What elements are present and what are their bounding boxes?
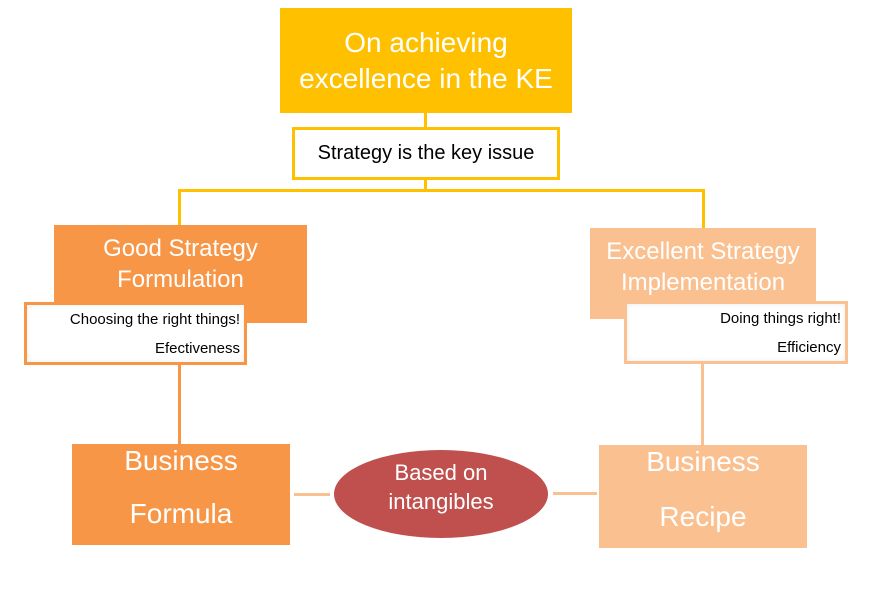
left-note-line-1: Choosing the right things!: [69, 310, 240, 328]
connector-key-down: [424, 180, 427, 191]
based-on-intangibles-ellipse: Based on intangibles: [334, 450, 548, 538]
connector-title-to-key: [424, 113, 427, 127]
title-line-2: excellence in the KE: [299, 62, 553, 94]
center-line-2: intangibles: [388, 489, 494, 514]
connector-right-vertical: [701, 364, 704, 445]
connector-right-horizontal: [553, 492, 597, 495]
right-note-line-2: Efficiency: [777, 338, 841, 356]
title-box: On achieving excellence in the KE: [280, 8, 572, 113]
business-recipe-box: Business Recipe: [599, 445, 807, 548]
business-formula-box: Business Formula: [72, 444, 290, 545]
right-note-line-1: Doing things right!: [720, 309, 841, 327]
efficiency-note-box: Doing things right! Efficiency: [624, 301, 848, 364]
right-result-line-1: Business: [646, 446, 760, 477]
connector-left-vertical: [178, 365, 181, 444]
connector-right-drop: [702, 189, 705, 228]
key-issue-box: Strategy is the key issue: [292, 127, 560, 180]
right-result-line-2: Recipe: [659, 501, 747, 532]
effectiveness-note-box: Choosing the right things! Efectiveness: [24, 302, 247, 365]
left-note-line-2: Efectiveness: [154, 339, 240, 357]
left-result-line-1: Business: [124, 445, 238, 476]
left-heading-line-2: Formulation: [117, 266, 244, 293]
left-heading-line-1: Good Strategy: [103, 235, 258, 262]
key-issue-text: Strategy is the key issue: [317, 142, 535, 164]
left-result-line-2: Formula: [129, 498, 233, 529]
connector-left-horizontal: [294, 493, 330, 496]
connector-left-drop: [178, 189, 181, 225]
center-line-1: Based on: [394, 460, 488, 485]
title-line-1: On achieving: [344, 26, 508, 58]
connector-horizontal-bar: [178, 189, 705, 192]
right-heading-line-2: Implementation: [620, 269, 786, 296]
right-heading-line-1: Excellent Strategy: [606, 238, 800, 265]
